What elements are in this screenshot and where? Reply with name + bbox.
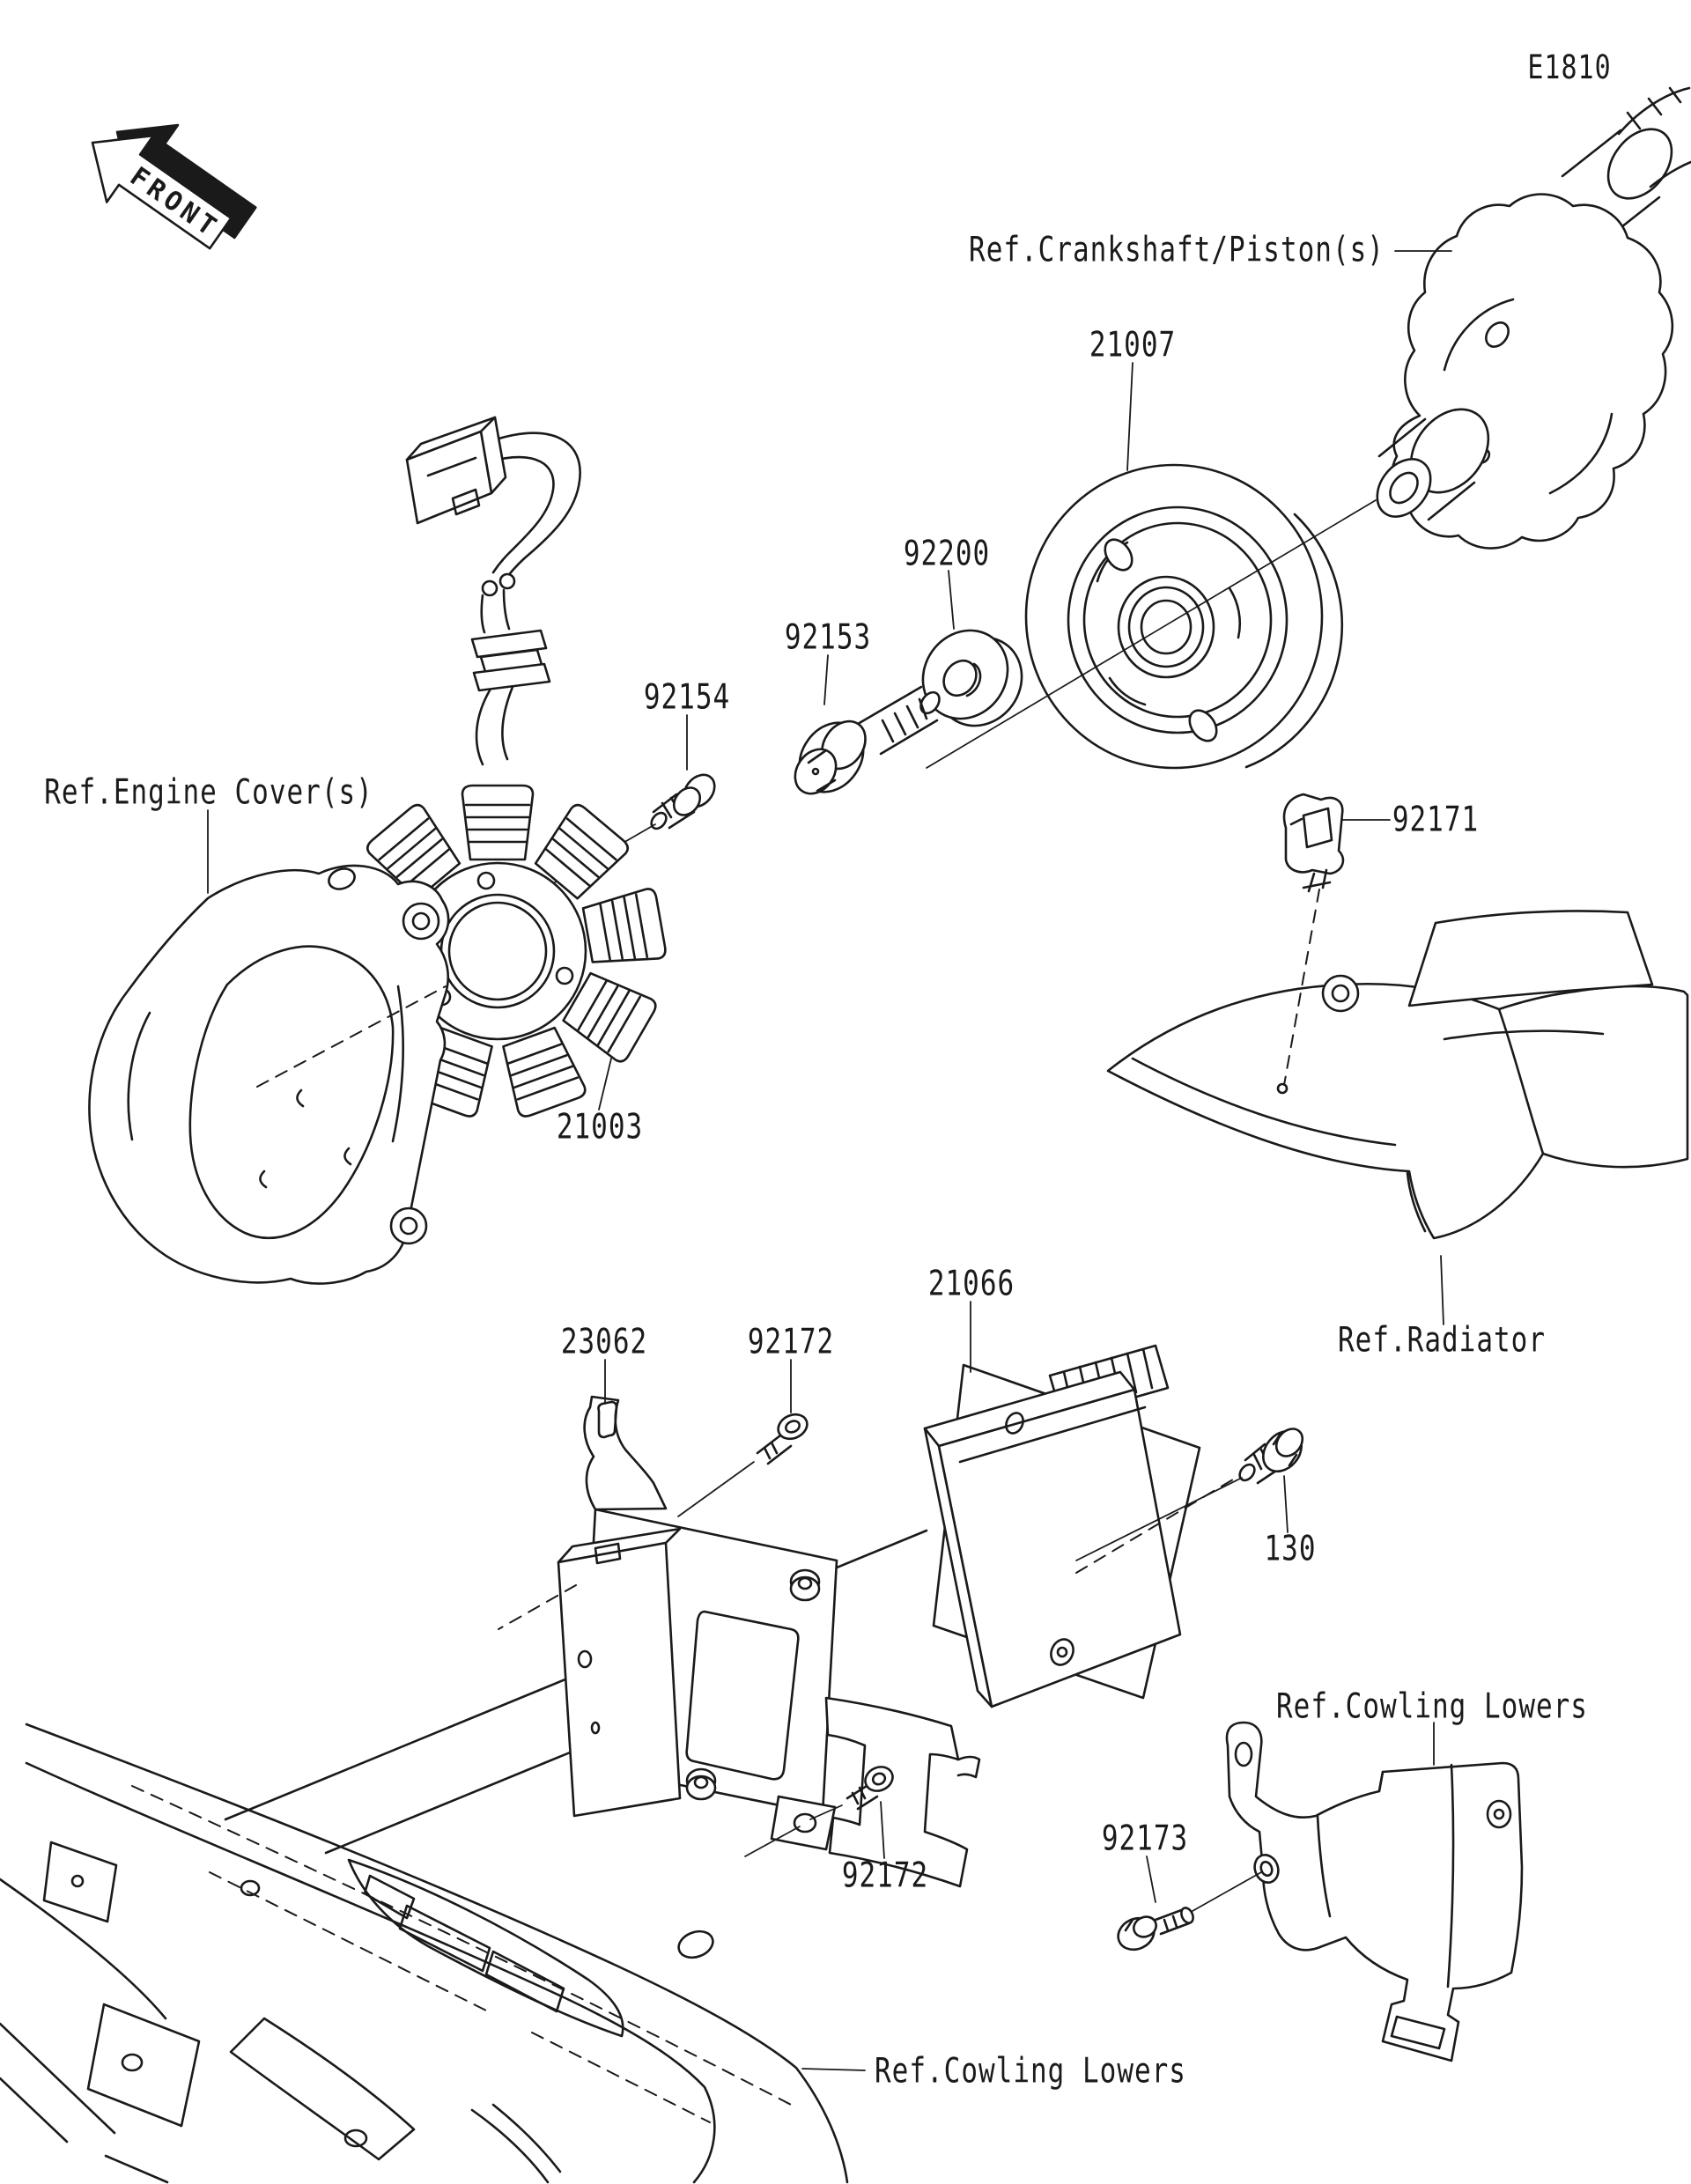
radiator-drawing: [1106, 910, 1689, 1240]
clamp-92171-drawing: [1282, 793, 1345, 893]
engine-cover-drawing: [88, 864, 450, 1285]
ref-label-cowling-bottom: Ref.Cowling Lowers: [875, 2051, 1186, 2092]
ref-label-crankshaft: Ref.Crankshaft/Piston(s): [969, 230, 1385, 270]
stay-bracket-drawing: [1225, 1721, 1524, 2062]
part-label-92172-bottom: 92172: [841, 1856, 929, 1896]
crankshaft-drawing: [1376, 86, 1691, 550]
ref-label-engine-cover: Ref.Engine Cover(s): [44, 772, 373, 813]
regulator-21066-drawing: [923, 1344, 1201, 1708]
ref-label-radiator: Ref.Radiator: [1338, 1320, 1546, 1361]
part-label-130: 130: [1264, 1529, 1317, 1569]
part-label-92200: 92200: [903, 534, 991, 574]
front-arrow-icon: FRONT: [91, 123, 257, 250]
part-label-92154: 92154: [643, 677, 731, 718]
drawing-code: E1810: [1527, 48, 1612, 87]
part-label-23062: 23062: [560, 1322, 648, 1362]
part-label-21007: 21007: [1089, 325, 1177, 365]
ref-label-cowling-right: Ref.Cowling Lowers: [1276, 1686, 1588, 1727]
part-label-92173: 92173: [1101, 1819, 1189, 1859]
bolt-92173-drawing: [1117, 1871, 1262, 1952]
stator-drawing: [327, 784, 668, 1120]
part-label-92153: 92153: [784, 617, 872, 658]
washer-drawing: [921, 629, 1023, 727]
flywheel-drawing: [926, 463, 1377, 770]
hidden-dashed-lines: [131, 889, 1320, 2123]
leader-lines: [207, 250, 1452, 2071]
part-label-92171: 92171: [1392, 800, 1480, 840]
part-label-21003: 21003: [556, 1107, 644, 1147]
hook-stay-drawing: [824, 1696, 981, 1888]
screw-92172-bottom-drawing: [744, 1766, 894, 1857]
bolt-92153-drawing: [794, 685, 941, 795]
bracket-23062-drawing: [557, 1395, 838, 1851]
screw-92172-top-drawing: [677, 1413, 809, 1517]
part-label-92172-top: 92172: [747, 1322, 835, 1362]
part-label-21066: 21066: [927, 1264, 1015, 1304]
stator-harness-drawing: [405, 416, 581, 766]
